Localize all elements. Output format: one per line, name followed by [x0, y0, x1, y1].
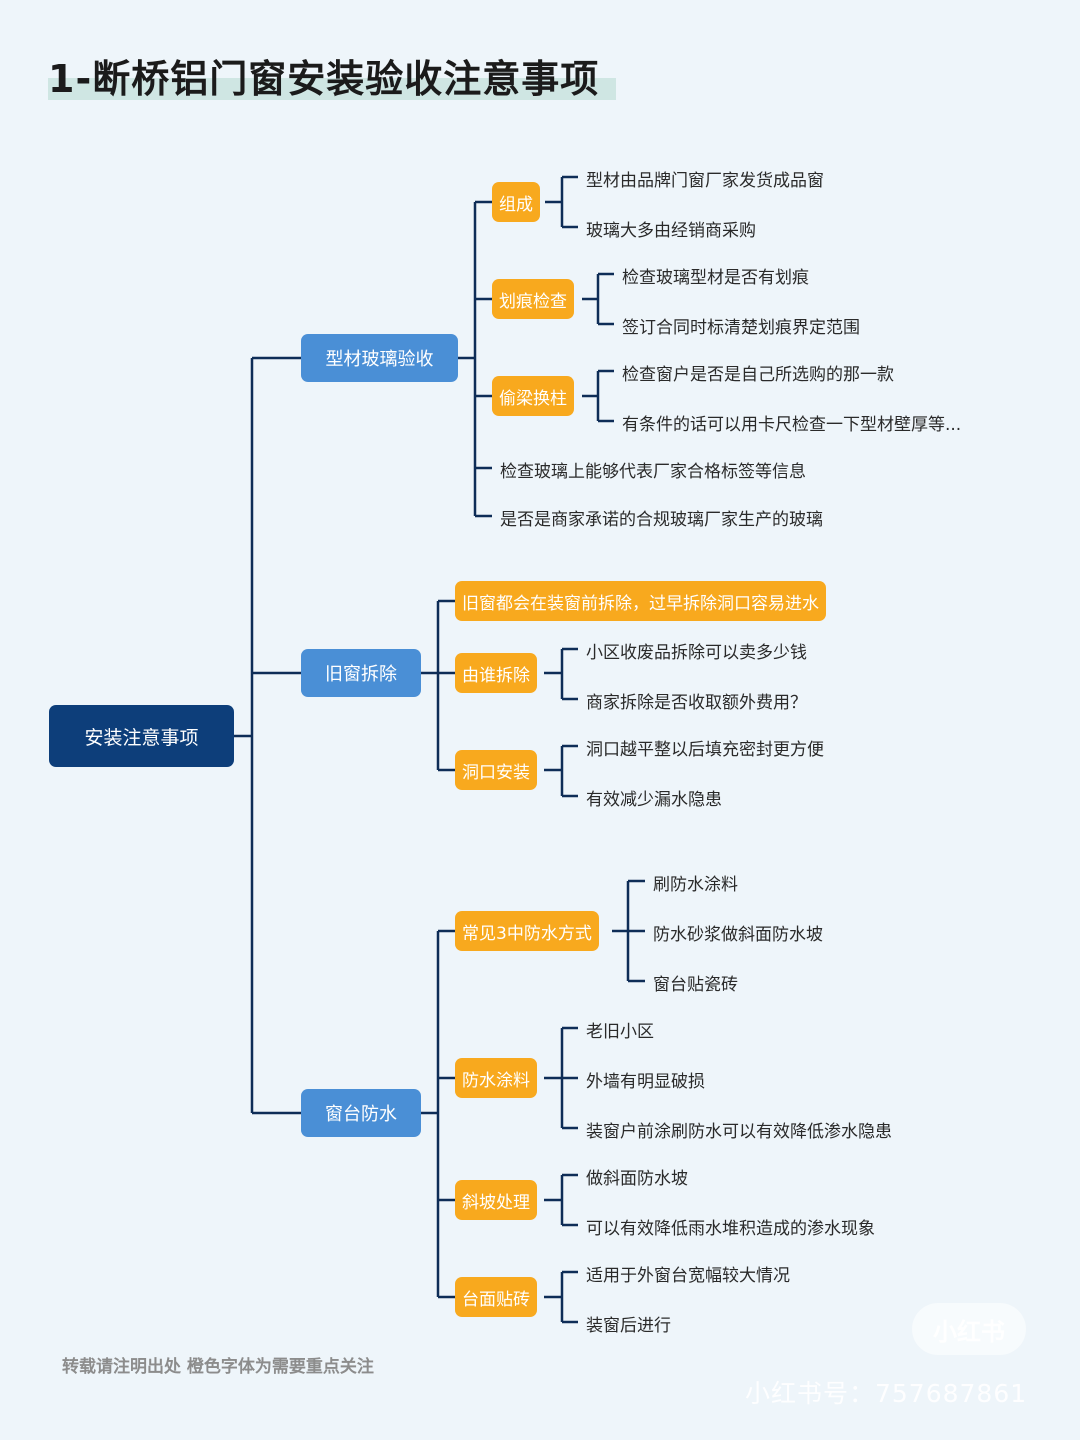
leaf-text: 检查窗户是否是自己所选购的那一款: [622, 365, 894, 385]
leaf-text: 装窗户前涂刷防水可以有效降低渗水隐患: [586, 1122, 892, 1142]
leaf-text: 检查玻璃型材是否有划痕: [622, 268, 809, 288]
node-tile-surface: 台面贴砖: [455, 1277, 537, 1317]
leaf-text: 可以有效降低雨水堆积造成的渗水现象: [586, 1219, 875, 1239]
leaf-text: 适用于外窗台宽幅较大情况: [586, 1266, 790, 1286]
node-opening-install: 洞口安装: [455, 750, 537, 790]
root-node: 安装注意事项: [49, 705, 234, 767]
node-substitution: 偷梁换柱: [492, 376, 574, 416]
leaf-text: 窗台贴瓷砖: [653, 975, 738, 995]
node-slope-treatment: 斜坡处理: [455, 1180, 537, 1220]
leaf-text: 装窗后进行: [586, 1316, 671, 1336]
node-profile-glass-inspection: 型材玻璃验收: [301, 334, 458, 382]
leaf-text: 有条件的话可以用卡尺检查一下型材壁厚等...: [622, 415, 962, 435]
leaf-text: 洞口越平整以后填充密封更方便: [586, 740, 824, 760]
leaf-text: 刷防水涂料: [653, 875, 738, 895]
leaf-text: 有效减少漏水隐患: [586, 790, 722, 810]
watermark-badge: 小红书: [912, 1303, 1026, 1355]
leaf-text: 小区收废品拆除可以卖多少钱: [586, 643, 807, 663]
leaf-text: 玻璃大多由经销商采购: [586, 221, 756, 241]
watermark-id: 小红书号：757687861: [745, 1379, 1028, 1408]
leaf-text: 老旧小区: [586, 1022, 654, 1042]
leaf-text: 做斜面防水坡: [586, 1169, 688, 1189]
leaf-text: 签订合同时标清楚划痕界定范围: [622, 318, 860, 338]
node-sill-waterproofing: 窗台防水: [301, 1089, 421, 1137]
leaf-text: 商家拆除是否收取额外费用？: [586, 693, 807, 713]
leaf-text: 外墙有明显破损: [586, 1072, 705, 1092]
leaf-text: 型材由品牌门窗厂家发货成品窗: [586, 171, 824, 191]
node-old-window-removal: 旧窗拆除: [301, 649, 421, 697]
footer-note: 转载请注明出处 橙色字体为需要重点关注: [62, 1357, 374, 1377]
node-removal-warning: 旧窗都会在装窗前拆除，过早拆除洞口容易进水: [455, 581, 826, 621]
node-scratch-check: 划痕检查: [492, 279, 574, 319]
node-who-removes: 由谁拆除: [455, 653, 537, 693]
leaf-text: 防水砂浆做斜面防水坡: [653, 925, 823, 945]
leaf-text: 是否是商家承诺的合规玻璃厂家生产的玻璃: [500, 510, 823, 530]
node-waterproof-coating: 防水涂料: [455, 1058, 537, 1098]
node-waterproof-methods: 常见3中防水方式: [455, 911, 599, 951]
node-composition: 组成: [492, 182, 540, 222]
title-highlight: [48, 78, 616, 100]
leaf-text: 检查玻璃上能够代表厂家合格标签等信息: [500, 462, 806, 482]
page-title: 1-断桥铝门窗安装验收注意事项: [48, 57, 600, 101]
